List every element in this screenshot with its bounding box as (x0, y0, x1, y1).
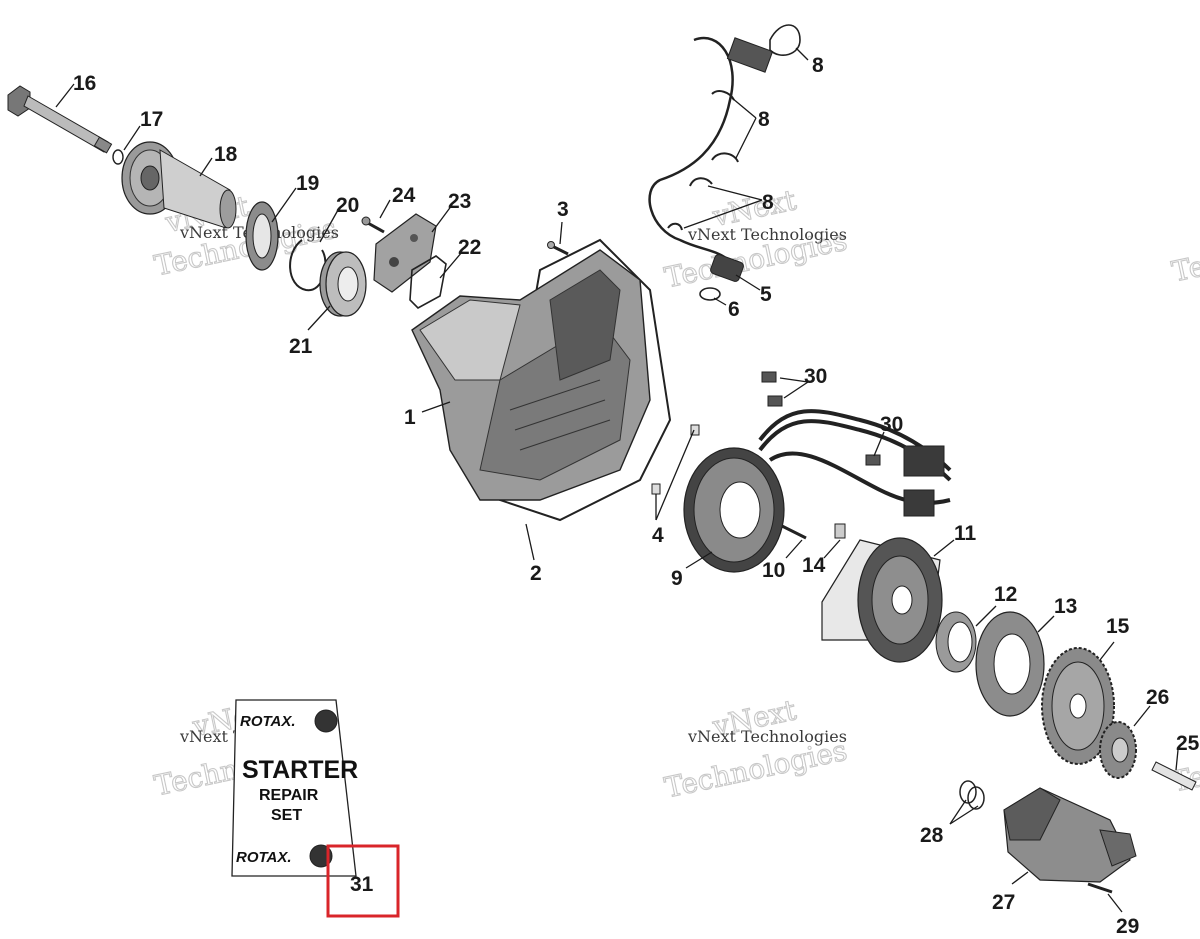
callout-18[interactable]: 18 (214, 143, 238, 166)
part-18-pulley-shaft[interactable] (121, 141, 237, 229)
callout-8[interactable]: 8 (762, 191, 774, 214)
part-13-washer[interactable] (975, 611, 1045, 717)
repair-set-brand-top: ROTAX. (240, 713, 296, 730)
callout-14[interactable]: 14 (802, 554, 826, 577)
callout-16[interactable]: 16 (73, 72, 96, 95)
watermark-technologies: Technologies (1169, 218, 1200, 289)
callout-8[interactable]: 8 (812, 54, 824, 77)
callout-25[interactable]: 25 (1176, 732, 1200, 755)
callout-28[interactable]: 28 (920, 824, 944, 847)
part-31-starter-repair-set[interactable]: ROTAX. STARTER REPAIR SET ROTAX. (231, 699, 358, 877)
repair-set-line3: SET (271, 807, 302, 824)
callout-17[interactable]: 17 (140, 108, 163, 131)
selected-part-highlight (326, 844, 400, 918)
callout-10[interactable]: 10 (762, 559, 785, 582)
callout-31[interactable]: 31 (350, 873, 374, 896)
part-3-screw[interactable] (547, 241, 569, 256)
part-27-starter-motor[interactable] (1003, 787, 1137, 883)
callout-2[interactable]: 2 (530, 562, 542, 585)
callout-4[interactable]: 4 (652, 524, 664, 547)
part-5-sensor[interactable] (709, 253, 744, 282)
part-11-rotor[interactable] (821, 537, 943, 663)
part-26-idler-gear[interactable] (1099, 721, 1137, 779)
callout-27[interactable]: 27 (992, 891, 1015, 914)
callout-8[interactable]: 8 (758, 108, 770, 131)
part-24-screw[interactable] (361, 216, 385, 234)
part-12-bearing-ring[interactable] (935, 611, 977, 673)
brp-logo-icon (314, 709, 338, 733)
part-25-pin[interactable] (1151, 761, 1197, 791)
leader-lines (55, 47, 1179, 913)
callout-19[interactable]: 19 (296, 172, 319, 195)
part-17-o-ring[interactable] (112, 149, 124, 165)
callout-11[interactable]: 11 (954, 522, 977, 545)
callout-13[interactable]: 13 (1054, 595, 1077, 618)
watermark-text: vNext Technologies (687, 225, 847, 244)
callout-20[interactable]: 20 (336, 194, 359, 217)
callout-6[interactable]: 6 (728, 298, 740, 321)
part-8-wire-harness[interactable] (648, 24, 801, 263)
part-14-bolt[interactable] (834, 523, 846, 539)
callout-9[interactable]: 9 (671, 567, 683, 590)
repair-set-line2: REPAIR (259, 787, 319, 804)
part-15-starter-gear[interactable] (1041, 647, 1115, 765)
part-10-bolt[interactable] (781, 524, 807, 540)
callout-26[interactable]: 26 (1146, 686, 1169, 709)
part-16-bolt[interactable] (7, 85, 113, 154)
part-9-stator[interactable] (683, 447, 785, 573)
callout-12[interactable]: 12 (994, 583, 1017, 606)
callout-3[interactable]: 3 (557, 198, 569, 221)
watermark-text: vNext Technologies (687, 727, 847, 746)
callout-1[interactable]: 1 (404, 406, 416, 429)
callout-23[interactable]: 23 (448, 190, 471, 213)
part-6-o-ring[interactable] (699, 287, 721, 301)
callout-5[interactable]: 5 (760, 283, 772, 306)
repair-set-brand-bottom: ROTAX. (236, 849, 292, 866)
callout-numbers: 16 17 18 19 20 24 23 22 21 1 2 3 4 5 6 8… (73, 54, 1200, 938)
part-19-seal[interactable] (245, 201, 279, 271)
callout-29[interactable]: 29 (1116, 915, 1139, 938)
callout-30[interactable]: 30 (804, 365, 827, 388)
callout-24[interactable]: 24 (392, 184, 416, 207)
repair-set-title: STARTER (242, 756, 358, 784)
part-22-gasket[interactable] (409, 255, 447, 309)
callout-21[interactable]: 21 (289, 335, 313, 358)
part-30-harness-clips[interactable] (758, 371, 952, 517)
callout-30[interactable]: 30 (880, 413, 903, 436)
part-23-cover-plate[interactable] (373, 213, 437, 293)
callout-15[interactable]: 15 (1106, 615, 1130, 638)
part-29-bolt[interactable] (1087, 882, 1113, 894)
part-2-gasket[interactable] (498, 238, 672, 522)
part-21-bearing[interactable] (319, 251, 367, 317)
callout-22[interactable]: 22 (458, 236, 481, 259)
part-1-magneto-housing[interactable] (411, 249, 651, 501)
part-28-o-rings[interactable] (959, 780, 985, 810)
